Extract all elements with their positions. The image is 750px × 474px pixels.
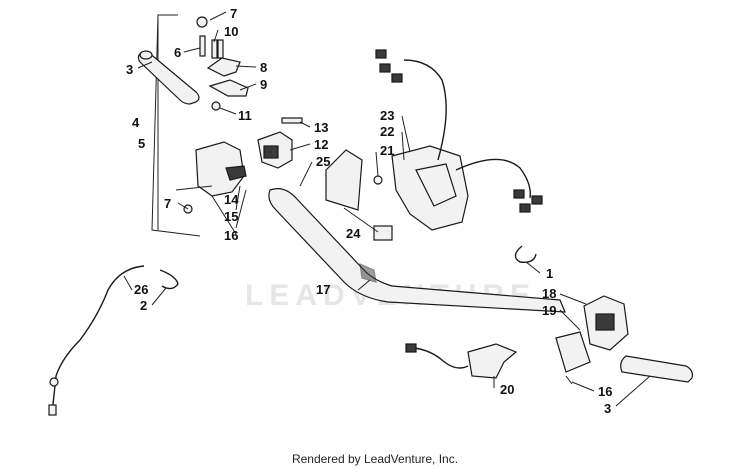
- callout-16-right: 16: [598, 384, 612, 399]
- callout-4: 4: [132, 115, 140, 130]
- callout-13: 13: [314, 120, 328, 135]
- callout-23: 23: [380, 108, 394, 123]
- callout-12: 12: [314, 137, 328, 152]
- render-credit: Rendered by LeadVenture, Inc.: [291, 452, 459, 466]
- callout-2: 2: [140, 298, 147, 313]
- callout-20: 20: [500, 382, 514, 397]
- callout-6: 6: [174, 45, 181, 60]
- throttle-lever-assembly: [196, 16, 249, 111]
- right-grip: [620, 355, 693, 383]
- callout-18: 18: [542, 286, 556, 301]
- callout-26: 26: [134, 282, 148, 297]
- callout-21: 21: [380, 143, 394, 158]
- left-grip: [137, 50, 200, 105]
- callout-17: 17: [316, 282, 330, 297]
- callout-1: 1: [546, 266, 553, 281]
- start-switch: [257, 117, 303, 169]
- callout-labels: 7 10 6 3 8 9 11 4 5 13 12 25 14 15 16 7 …: [126, 6, 612, 416]
- callout-3-left: 3: [126, 62, 133, 77]
- wiring-harness: [375, 49, 543, 213]
- bracket-left: [151, 14, 201, 237]
- callout-19: 19: [542, 303, 556, 318]
- right-switch-housing: [555, 295, 629, 385]
- callout-7-lower: 7: [164, 196, 171, 211]
- left-switch-housing: [175, 141, 247, 214]
- callout-7: 7: [230, 6, 237, 21]
- throttle-sensor: [405, 343, 518, 379]
- callout-15: 15: [224, 209, 238, 224]
- throttle-cable: [48, 265, 179, 416]
- callout-10: 10: [224, 24, 238, 39]
- display-cover: [325, 149, 393, 241]
- callout-22: 22: [380, 124, 394, 139]
- callout-14: 14: [224, 192, 239, 207]
- callout-8: 8: [260, 60, 267, 75]
- callout-9: 9: [260, 77, 267, 92]
- callout-5: 5: [138, 136, 145, 151]
- leader-lines: [123, 11, 651, 407]
- callout-24: 24: [346, 226, 361, 241]
- handlebar: [268, 188, 566, 313]
- clamp-ring-right: [514, 245, 537, 264]
- control-housing: [373, 145, 469, 231]
- callout-16-left: 16: [224, 228, 238, 243]
- callout-11: 11: [238, 108, 252, 123]
- callout-25: 25: [316, 154, 330, 169]
- callout-3-right: 3: [604, 401, 611, 416]
